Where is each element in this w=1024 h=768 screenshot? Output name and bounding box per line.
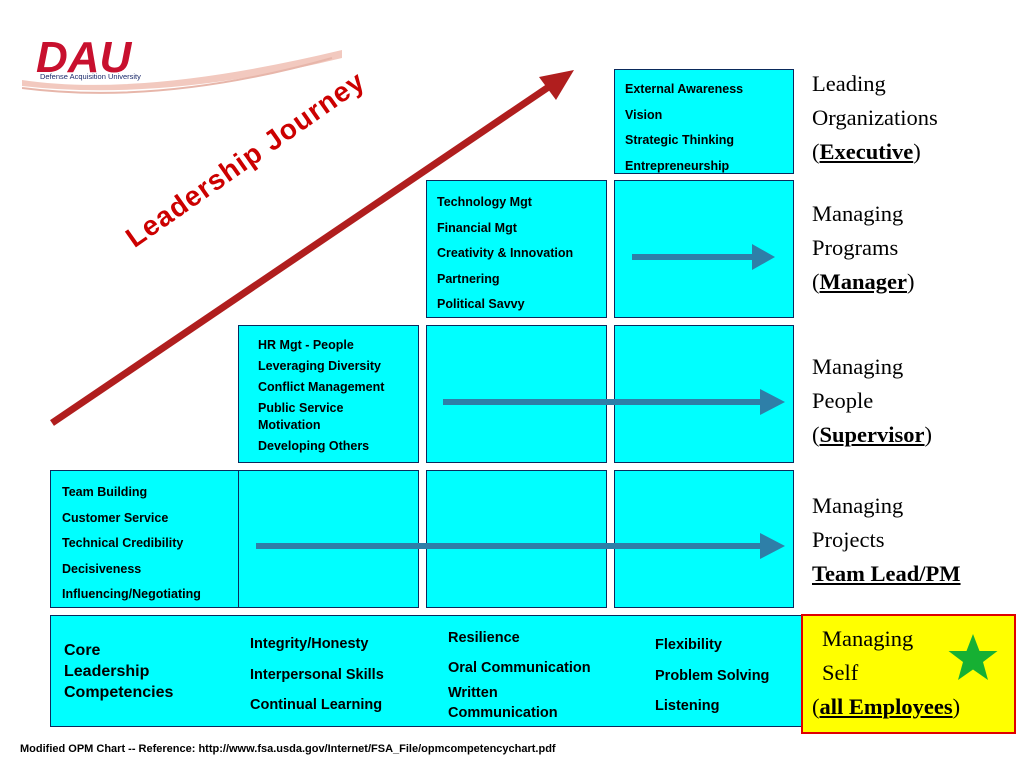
- competency-item: Influencing/Negotiating: [62, 587, 201, 601]
- competency-item: Political Savvy: [437, 297, 525, 311]
- core-item: Integrity/Honesty: [250, 636, 369, 652]
- team-lead-box-2: [238, 470, 419, 608]
- competency-item: Creativity & Innovation: [437, 246, 574, 260]
- competency-item: External Awareness: [625, 82, 744, 96]
- role-all-employees: all Employees: [819, 694, 953, 719]
- competency-item: HR Mgt - People: [258, 338, 354, 352]
- competency-item: Public Service Motivation: [258, 401, 344, 432]
- role-team-lead: Team Lead/PM: [812, 561, 961, 586]
- level-manager: Managing Programs (Manager): [812, 201, 915, 294]
- core-col3: Flexibility Problem Solving Listening: [655, 630, 769, 722]
- team-lead-box-3: [426, 470, 607, 608]
- core-item: Resilience: [448, 630, 520, 646]
- executive-competencies: External Awareness Vision Strategic Thin…: [625, 77, 743, 179]
- star-icon: [948, 634, 998, 680]
- competency-item: Leveraging Diversity: [258, 359, 381, 373]
- team-lead-competencies: Team Building Customer Service Technical…: [62, 480, 201, 608]
- competency-item: Customer Service: [62, 510, 169, 525]
- competency-item: Entrepreneurship: [625, 158, 730, 173]
- footer-reference: Modified OPM Chart -- Reference: http://…: [20, 743, 556, 755]
- core-item: Oral Communication: [448, 660, 591, 676]
- logo-swoosh: [21, 57, 333, 94]
- manager-box-2: [614, 180, 794, 318]
- level-executive: Leading Organizations (Executive): [812, 71, 938, 164]
- core-item: Written Communication: [448, 685, 558, 721]
- supervisor-box-2: [426, 325, 607, 463]
- core-col1: Integrity/Honesty Interpersonal Skills C…: [250, 629, 384, 721]
- role-executive: Executive: [819, 139, 914, 164]
- core-item: Flexibility: [655, 637, 722, 653]
- journey-arrow-shaft: [50, 81, 555, 426]
- manager-competencies: Technology Mgt Financial Mgt Creativity …: [437, 190, 573, 318]
- competency-item: Technical Credibility: [62, 536, 184, 550]
- core-col2: Resilience Oral Communication Written Co…: [448, 623, 598, 723]
- logo-subtitle: Defense Acquisition University: [40, 72, 141, 81]
- journey-arrow-head: [539, 70, 574, 100]
- manager-box: [426, 180, 607, 318]
- core-competencies-box: [50, 615, 802, 727]
- level-team-lead: Managing Projects Team Lead/PM: [812, 493, 961, 586]
- core-label: Core Leadership Competencies: [64, 642, 174, 701]
- team-lead-box: [50, 470, 239, 608]
- competency-item: Conflict Management: [258, 380, 385, 394]
- core-item: Problem Solving: [655, 667, 770, 684]
- level-self: Managing Self (all Employees): [812, 626, 961, 719]
- supervisor-box: [238, 325, 419, 463]
- competency-item: Team Building: [62, 485, 148, 499]
- level-supervisor: Managing People (Supervisor): [812, 354, 933, 447]
- logo-letters: DAU: [36, 33, 133, 82]
- competency-item: Technology Mgt: [437, 195, 532, 209]
- core-item: Continual Learning: [250, 697, 383, 713]
- competency-item: Vision: [625, 107, 663, 122]
- competency-item: Financial Mgt: [437, 220, 517, 235]
- supervisor-competencies: HR Mgt - People Leveraging Diversity Con…: [258, 337, 416, 455]
- progress-arrow: [443, 389, 785, 415]
- role-manager: Manager: [819, 269, 907, 294]
- core-item: Listening: [655, 698, 720, 714]
- progress-arrow: [632, 244, 775, 270]
- dau-logo: DAU: [21, 28, 342, 98]
- competency-item: Strategic Thinking: [625, 133, 735, 147]
- role-supervisor: Supervisor: [819, 422, 925, 447]
- competency-item: Decisiveness: [62, 561, 142, 576]
- progress-arrow: [256, 533, 785, 559]
- core-item: Interpersonal Skills: [250, 666, 384, 683]
- competency-item: Developing Others: [258, 439, 370, 453]
- executive-box: [614, 69, 794, 174]
- competency-item: Partnering: [437, 271, 500, 286]
